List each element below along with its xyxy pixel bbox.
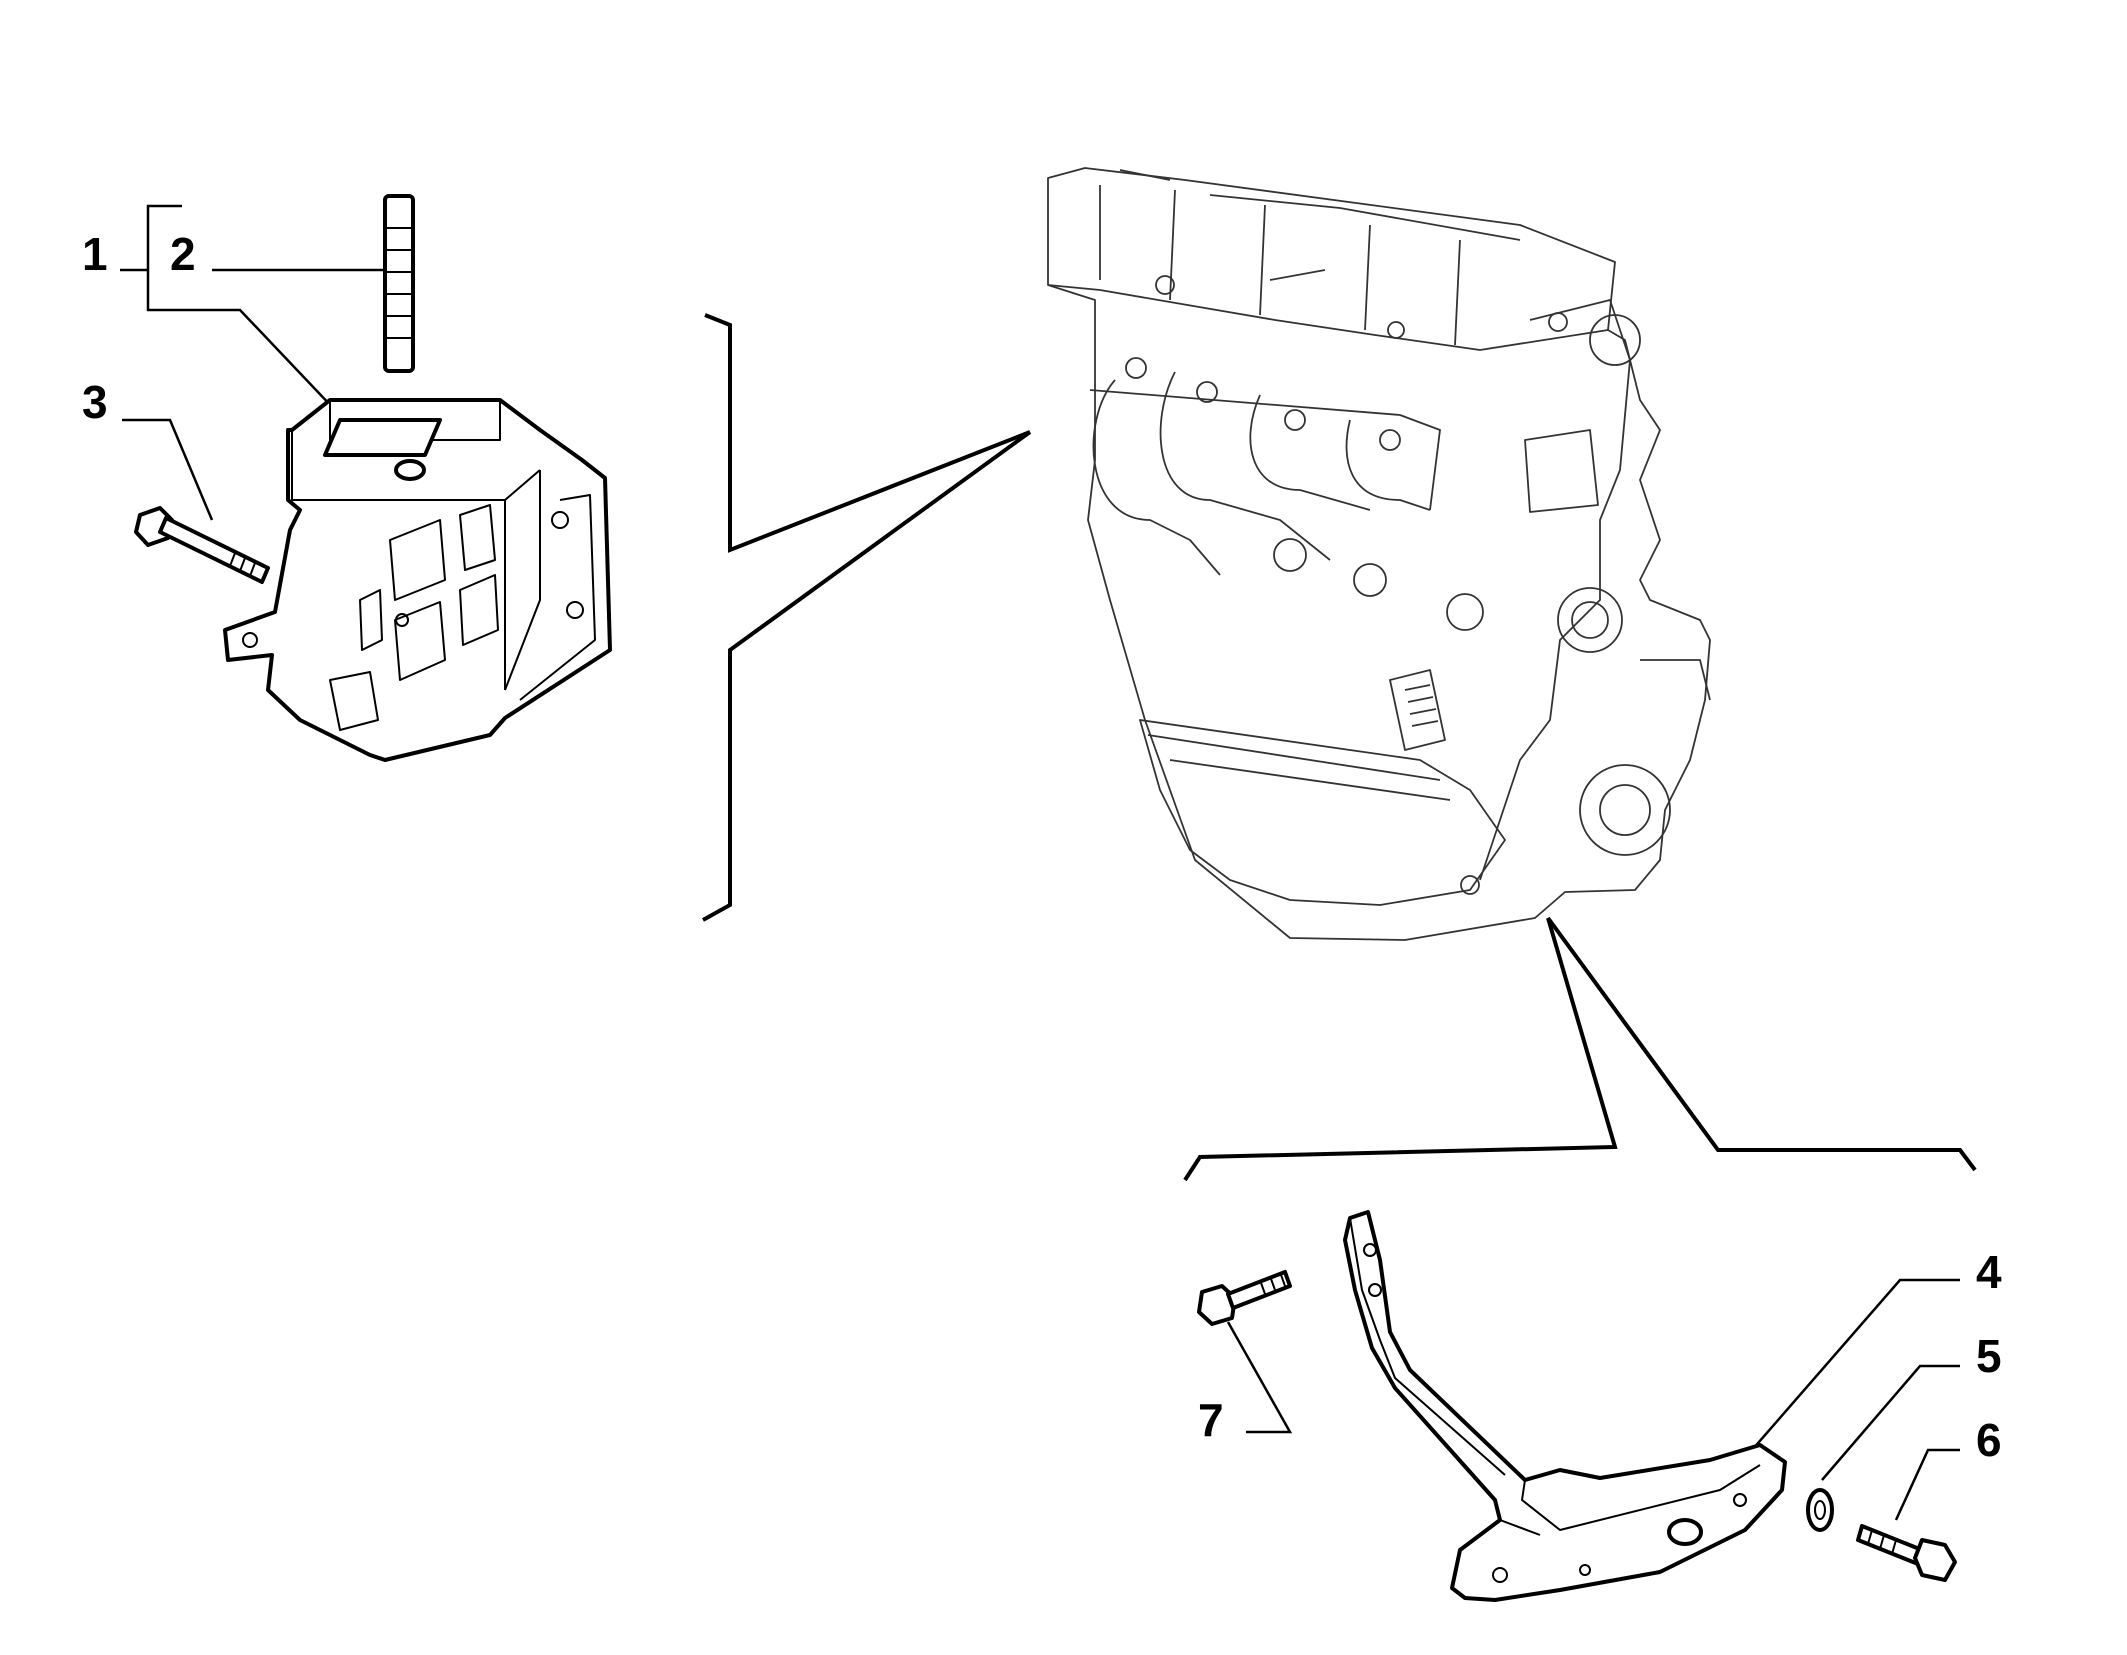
assembly-bracket-left — [702, 313, 1032, 922]
callout-3: 3 — [82, 376, 108, 428]
engine-block — [1047, 167, 1711, 941]
callout-5: 5 — [1976, 1330, 2002, 1382]
callout-2: 2 — [170, 228, 196, 280]
bolt-part-6 — [1856, 1524, 1957, 1582]
assembly-bracket-right — [1183, 916, 1977, 1182]
callout-1: 1 — [82, 228, 108, 280]
callout-6: 6 — [1976, 1414, 2002, 1466]
bolt-part-3 — [134, 506, 270, 584]
bolt-part-7 — [1197, 1270, 1292, 1326]
callout-7: 7 — [1198, 1394, 1224, 1446]
washer-part-5 — [1806, 1488, 1834, 1532]
leader-lines — [120, 204, 1960, 1521]
stud-part — [383, 194, 415, 373]
callout-4: 4 — [1976, 1246, 2002, 1298]
brace-bracket-part-4 — [1343, 1210, 1787, 1602]
engine-mount-part — [223, 398, 612, 762]
